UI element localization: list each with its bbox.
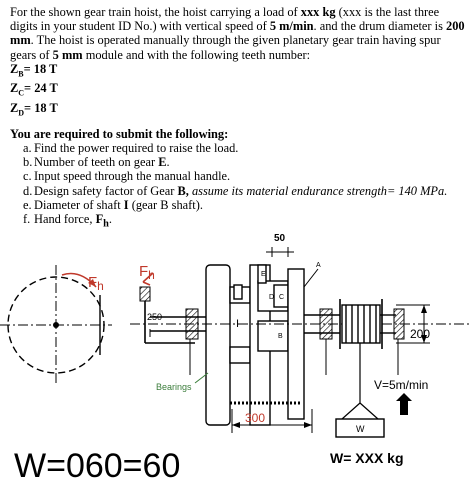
text-run: 5 m/min bbox=[269, 19, 314, 34]
requirement-letter: a. bbox=[23, 141, 32, 156]
label-C: C bbox=[279, 294, 284, 301]
text-run: module and with the following teeth numb… bbox=[82, 47, 311, 62]
requirement-letter: e. bbox=[23, 197, 32, 212]
dim-50-group: 50 bbox=[266, 233, 294, 257]
label-B: B bbox=[278, 333, 283, 340]
text-run: 5 mm bbox=[52, 47, 83, 62]
text-run: . bbox=[108, 212, 113, 227]
force-arrow-wheel: Fh bbox=[61, 272, 104, 293]
text-run: assume its material endurance strength= … bbox=[188, 183, 448, 198]
text-run: (gear B shaft). bbox=[128, 197, 203, 212]
requirement-letter: b. bbox=[23, 155, 33, 170]
teeth-row: ZD= 18 T bbox=[10, 101, 468, 121]
text-run: Diameter of shaft bbox=[34, 197, 124, 212]
label-I: I bbox=[236, 318, 239, 330]
handle-wheel bbox=[0, 265, 112, 385]
fh-label-wheel: Fh bbox=[88, 274, 104, 293]
teeth-symbol: Z bbox=[10, 81, 19, 96]
teeth-row: ZB= 18 T bbox=[10, 62, 468, 82]
dim-200-group: 200 bbox=[396, 304, 430, 344]
text-run: F bbox=[95, 212, 104, 227]
text-run: . The hoist is operated manually through… bbox=[10, 33, 441, 62]
text-run: Design safety factor of Gear bbox=[34, 183, 178, 198]
text-run: xxx kg bbox=[300, 5, 336, 19]
up-arrow-icon bbox=[396, 393, 412, 415]
text-run: (xxx is the last three digits in your st… bbox=[10, 5, 440, 34]
requirement-item: e.Diameter of shaft I (gear B shaft). bbox=[10, 198, 468, 212]
requirement-item: f.Hand force, Fh. bbox=[10, 212, 468, 232]
gearbox bbox=[205, 264, 305, 426]
requirements-title: You are required to submit the following… bbox=[10, 126, 229, 141]
problem-statement: For the shown gear train hoist, the hois… bbox=[10, 5, 468, 232]
teeth-subscript: C bbox=[18, 88, 25, 98]
load-w: W bbox=[356, 424, 365, 434]
teeth-subscript: B bbox=[18, 69, 24, 79]
teeth-symbol: Z bbox=[10, 61, 19, 76]
requirement-letter: f. bbox=[23, 212, 31, 227]
bearings-group: Bearings bbox=[156, 308, 405, 392]
text-run: Number of teeth on gear bbox=[34, 155, 159, 170]
requirement-item: b.Number of teeth on gear E. bbox=[10, 155, 468, 169]
teeth-value: = 24 T bbox=[24, 81, 58, 96]
text-run: Find the power required to raise the loa… bbox=[34, 141, 239, 156]
load-label: W= XXX kg bbox=[330, 450, 404, 466]
text-run: . bbox=[166, 155, 170, 170]
handwritten-note: W=060=60 bbox=[14, 447, 180, 485]
teeth-value: = 18 T bbox=[23, 61, 58, 76]
speed-label: V=5m/min bbox=[374, 378, 428, 392]
hoist-diagram: Fh Fh 250 50 E D C B I A bbox=[0, 233, 470, 485]
requirement-item: c.Input speed through the manual handle. bbox=[10, 169, 468, 183]
label-A: A bbox=[316, 262, 321, 269]
drum bbox=[339, 299, 383, 349]
label-A-group: A bbox=[303, 262, 321, 288]
requirement-letter: d. bbox=[23, 183, 33, 198]
text-run: I bbox=[123, 197, 129, 212]
load: W V=5m/min bbox=[335, 343, 428, 438]
label-E: E bbox=[261, 271, 266, 278]
text-run: Input speed through the manual handle. bbox=[34, 169, 231, 184]
requirement-letter: c. bbox=[23, 169, 32, 184]
text-run: B, bbox=[177, 183, 189, 198]
text-run: Hand force, bbox=[34, 212, 96, 227]
dim-300: 300 bbox=[245, 411, 265, 425]
text-run: E bbox=[158, 155, 167, 170]
problem-intro: For the shown gear train hoist, the hois… bbox=[10, 5, 468, 62]
teeth-symbol: Z bbox=[10, 101, 19, 116]
teeth-row: ZC= 24 T bbox=[10, 81, 468, 101]
text-run: 200 mm bbox=[10, 19, 465, 48]
requirement-item: d.Design safety factor of Gear B, assume… bbox=[10, 184, 468, 198]
teeth-value: = 18 T bbox=[24, 101, 58, 116]
dim-300-group: 300 bbox=[230, 401, 313, 433]
text-run: h bbox=[103, 218, 109, 230]
text-run: . and the drum diameter is bbox=[313, 19, 447, 34]
label-D: D bbox=[269, 294, 274, 301]
bearings-label: Bearings bbox=[156, 382, 192, 392]
dim-50: 50 bbox=[274, 233, 286, 244]
dim-200: 200 bbox=[410, 327, 430, 341]
requirements-list: a.Find the power required to raise the l… bbox=[10, 141, 468, 232]
requirement-item: a.Find the power required to raise the l… bbox=[10, 141, 468, 155]
text-run: For the shown gear train hoist, the hois… bbox=[10, 5, 301, 19]
teeth-subscript: D bbox=[18, 108, 25, 118]
